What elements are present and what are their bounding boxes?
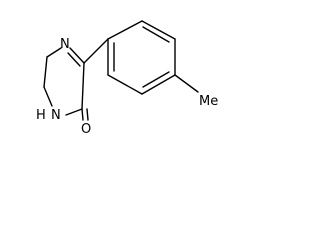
benzene-ring — [107, 20, 176, 95]
bond-ar4-methyl — [174, 74, 199, 93]
bond-c3-n4 — [69, 47, 85, 64]
bond-n1-c2 — [65, 108, 83, 116]
bond-ar2-ar3 — [141, 20, 176, 40]
bond-n4-c5 — [46, 47, 62, 58]
bond-ar5-ar6 — [107, 74, 143, 95]
atom-label-h-amide: H — [36, 108, 46, 123]
bond-ar1-ar2 — [107, 20, 143, 40]
bond-c6-n1 — [43, 86, 53, 107]
bond-c3-aryl — [83, 38, 109, 64]
bond-ar2-ar3-inner — [142, 26, 170, 43]
molecule-drawing: N H N O Me — [36, 20, 218, 137]
atom-label-o: O — [81, 122, 91, 137]
carbonyl-group — [81, 108, 89, 121]
atom-label-me: Me — [199, 94, 218, 109]
bond-c3-n4-double — [67, 52, 81, 67]
bond-c5-c6 — [43, 56, 48, 88]
bond-c2-o-double — [86, 108, 89, 121]
bond-c2-o — [81, 108, 84, 121]
structure-canvas: N H N O Me — [0, 0, 245, 147]
bond-ar4-ar5-inner — [142, 71, 170, 88]
atom-label-n-top: N — [60, 37, 70, 52]
bond-c2-c3 — [81, 62, 85, 110]
bond-ar4-ar5 — [141, 74, 176, 95]
atom-label-n-amide: N — [51, 108, 61, 123]
pyrazinone-ring — [43, 47, 85, 116]
